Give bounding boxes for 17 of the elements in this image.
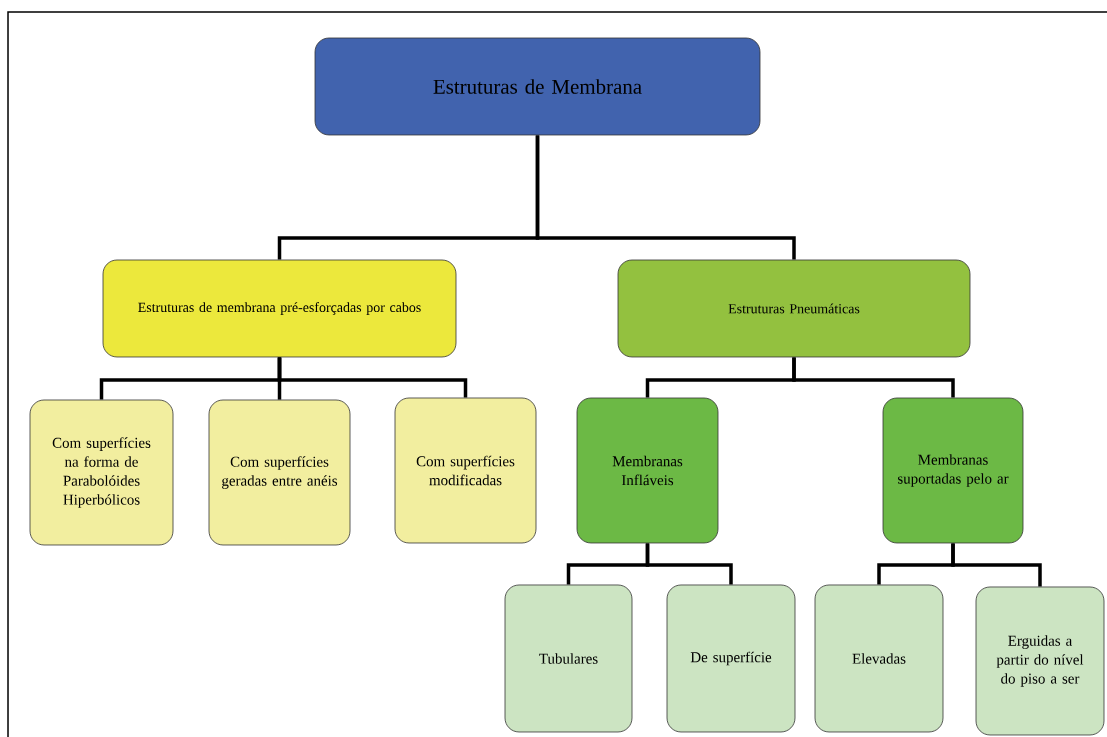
leaf-box: Tubulares	[504, 584, 633, 733]
connector	[951, 543, 1042, 587]
subcategory-box: Membranas suportadas pelo ar	[882, 397, 1024, 544]
leaf-box: Com superfícies modificadas	[394, 397, 537, 544]
category-box: Estruturas de membrana pré-esforçadas por cabos	[102, 259, 457, 358]
title-box: Estruturas de Membrana	[314, 37, 761, 136]
leaf-box: Com superfícies na forma de Parabolóides Hiperbólicos	[29, 399, 174, 546]
category-box: Estruturas Pneumáticas	[617, 259, 971, 358]
connector	[792, 357, 955, 398]
connector	[645, 543, 733, 585]
connector	[277, 357, 468, 398]
leaf-box: De superfície	[666, 584, 796, 733]
leaf-box: Com superfícies geradas entre anéis	[208, 399, 351, 546]
subcategory-box: Membranas Infláveis	[576, 397, 719, 544]
connector	[535, 135, 796, 260]
leaf-box: Erguidas a partir do nível do piso a ser	[975, 586, 1105, 736]
leaf-box: Elevadas	[814, 584, 944, 733]
